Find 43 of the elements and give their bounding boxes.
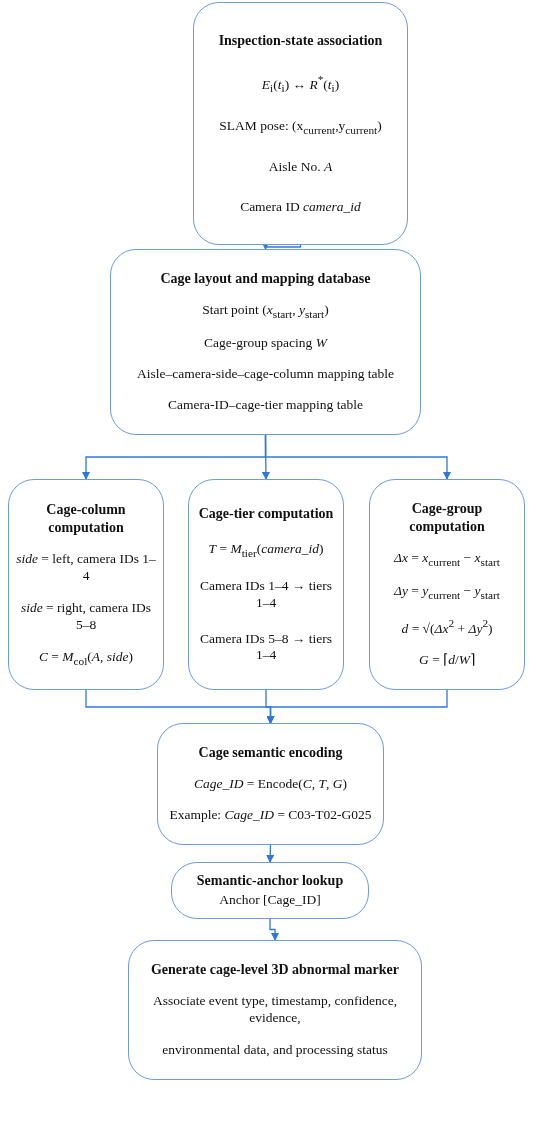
box-text: Cage-group spacing W <box>204 334 327 352</box>
box-text: side = right, camera IDs 5–8 <box>19 600 153 634</box>
box-text: Camera-ID–cage-tier mapping table <box>168 396 363 414</box>
box-text: Anchor [Cage_ID] <box>219 892 321 910</box>
arrow <box>266 844 275 863</box>
box-heading: Semantic-anchor lookup <box>196 871 344 890</box>
process-box <box>188 479 344 690</box>
box-text: Camera IDs 5–8 → tiers 1–4 <box>199 630 333 665</box>
process-box <box>8 479 164 690</box>
box-text: Aisle–camera-side–cage-column mapping table <box>136 365 395 383</box>
box-text: Example: Cage_ID = C03-T02-G025 <box>169 806 372 824</box>
box-heading: Cage-column computation <box>45 501 127 537</box>
box-text: environmental data, and processing status <box>162 1041 388 1059</box>
box-heading: Cage layout and mapping database <box>160 270 371 288</box>
process-box <box>171 862 369 919</box>
box-text: Δy = y$_{current}$ − y$_{start}$ <box>394 582 500 602</box>
box-text: Associate event type, timestamp, confidence, evidence, <box>151 993 398 1028</box>
process-box <box>128 940 422 1080</box>
box-text: Aisle No. A <box>268 159 333 176</box>
process-box <box>157 723 384 845</box>
box-text: Camera IDs 1–4 → tiers 1–4 <box>199 578 333 612</box>
box-text: G = ⌈d/W⌉ <box>419 651 475 669</box>
box-text: Cage_ID = Encode(C, T, G) <box>193 775 348 793</box>
box-text: C = M$_{col}$(A, side) <box>38 649 134 668</box>
box-text: side = left, camera IDs 1–4 <box>15 551 157 586</box>
process-box <box>369 479 525 690</box>
box-heading: Generate cage-level 3D abnormal marker <box>151 961 399 979</box>
box-heading: Cage-group computation <box>408 500 486 536</box>
box-text: Δx = x$_{current}$ − x$_{start}$ <box>394 549 500 569</box>
box-text: T = M$_{tier}$(camera_id) <box>208 540 324 560</box>
box-text: d = √(Δx$^{2}$ + Δy$^{2}$) <box>401 616 493 638</box>
box-text: SLAM pose: (x$_{current}$,y$_{current}$) <box>219 117 382 137</box>
box-text: E$_{i}$(t$_{i}$) ↔ R$^{*}$(t$_{i}$) <box>261 71 340 95</box>
process-box <box>193 2 408 245</box>
process-box <box>110 249 421 435</box>
box-text: Camera ID camera_id <box>240 198 361 216</box>
box-heading: Cage-tier computation <box>198 504 334 523</box>
arrow <box>264 434 451 480</box>
arrow <box>266 689 448 724</box>
box-heading: Inspection-state association <box>218 31 383 50</box>
box-text: Start point (x$_{start}$, y$_{start}$) <box>202 301 329 321</box>
arrow <box>269 918 279 941</box>
box-heading: Cage semantic encoding <box>198 744 343 762</box>
